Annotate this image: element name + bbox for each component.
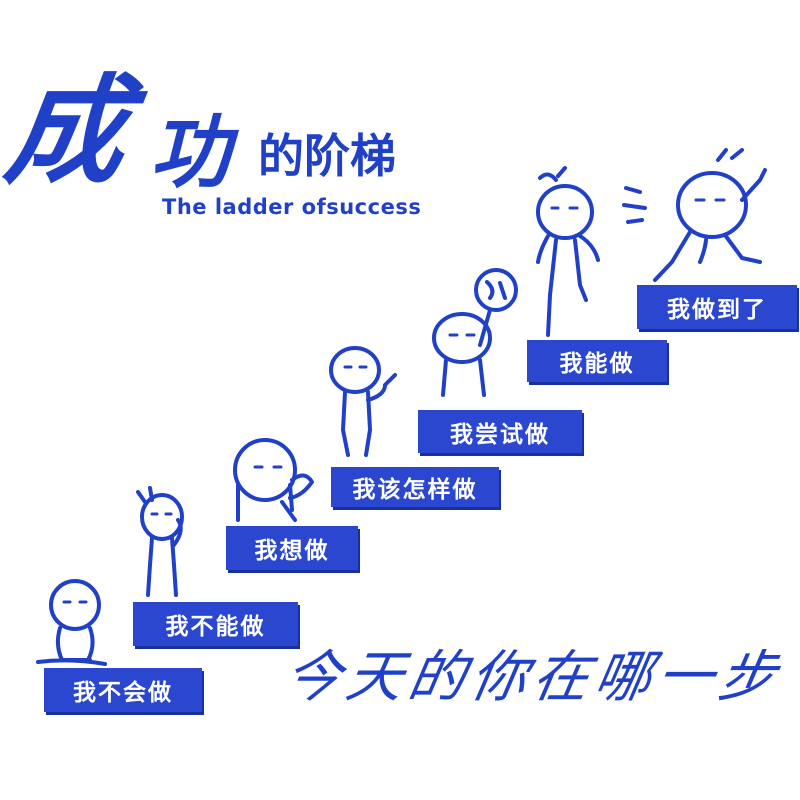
figure-step-3 (233, 438, 314, 522)
step-4-plate: 我该怎样做 (331, 467, 499, 507)
title-char-gong: 功 (150, 105, 230, 199)
title-rest: 的阶梯 (258, 129, 396, 183)
step-2-plate: 我不能做 (133, 602, 298, 646)
subtitle-english: The ladder ofsuccess (162, 195, 422, 219)
step-1-plate: 我不会做 (44, 668, 202, 712)
figure-step-7 (622, 148, 767, 282)
figure-step-2 (136, 486, 184, 597)
figure-step-6 (536, 166, 600, 337)
step-6-plate: 我能做 (527, 340, 667, 382)
slogan: 今天的你在哪一步 (279, 645, 787, 710)
figure-step-5 (432, 268, 518, 397)
step-7-plate: 我做到了 (637, 285, 797, 329)
figure-step-1 (36, 579, 107, 666)
step-3-plate: 我想做 (226, 526, 358, 570)
step-5-plate: 我尝试做 (418, 410, 582, 453)
figure-step-4 (329, 346, 397, 457)
